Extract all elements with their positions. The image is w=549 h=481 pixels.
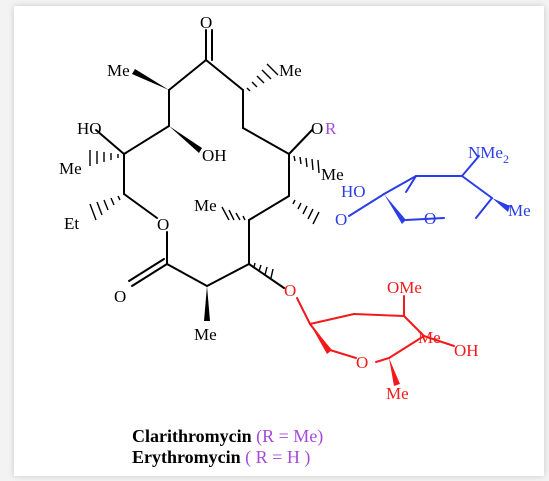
methyl-label: Me	[321, 165, 344, 184]
hydroxyl-label: OH	[202, 146, 227, 165]
r-definition: (R = Me)	[256, 426, 324, 446]
desosamine-sugar	[348, 155, 510, 224]
ketone-oxygen-label: O	[200, 13, 212, 32]
figure-card: O Me Me HO OH Me Et O Me O Me O R Me NMe…	[14, 6, 544, 476]
compound-name: Erythromycin	[132, 447, 241, 467]
glycosidic-oxygen-label: O	[284, 281, 296, 300]
methyl-label: Me	[59, 159, 82, 178]
ether-oxygen-label: O	[311, 119, 323, 138]
methyl-label: Me	[418, 328, 441, 347]
ethyl-label: Et	[64, 214, 79, 233]
carbonyl-oxygen-label: O	[114, 287, 126, 306]
ring-oxygen-label: O	[356, 353, 368, 372]
methyl-label: Me	[386, 384, 409, 403]
lactone-oxygen-label: O	[157, 215, 169, 234]
r-group-label: R	[325, 119, 337, 138]
macrolide-ring	[89, 29, 320, 321]
methyl-label: Me	[279, 61, 302, 80]
compound-name: Clarithromycin	[132, 426, 252, 446]
molecule-diagram: O Me Me HO OH Me Et O Me O Me O R Me NMe…	[59, 13, 531, 403]
hash-bond	[253, 262, 274, 279]
methyl-label: Me	[107, 61, 130, 80]
glycosidic-oxygen-label: O	[335, 210, 347, 229]
caption-erythromycin: Erythromycin ( R = H )	[132, 447, 310, 468]
methyl-label: Me	[508, 201, 531, 220]
hash-bond	[293, 155, 320, 174]
cladinose-sugar	[296, 295, 455, 386]
r-definition: ( R = H )	[245, 447, 311, 467]
hydroxyl-label: OH	[454, 341, 479, 360]
dimethylamino-label: NMe2	[468, 143, 509, 166]
methyl-label: Me	[194, 325, 217, 344]
hash-bond	[246, 63, 279, 92]
hash-bond	[89, 195, 121, 221]
hydroxyl-label: HO	[77, 119, 102, 138]
methoxy-label: OMe	[387, 278, 422, 297]
caption-clarithromycin: Clarithromycin (R = Me)	[132, 426, 323, 447]
hash-bond	[89, 150, 119, 166]
hash-bond	[221, 206, 246, 221]
hash-bond	[292, 199, 320, 225]
ring-oxygen-label: O	[424, 209, 436, 228]
methyl-label: Me	[194, 196, 217, 215]
hydroxyl-label: HO	[341, 182, 366, 201]
